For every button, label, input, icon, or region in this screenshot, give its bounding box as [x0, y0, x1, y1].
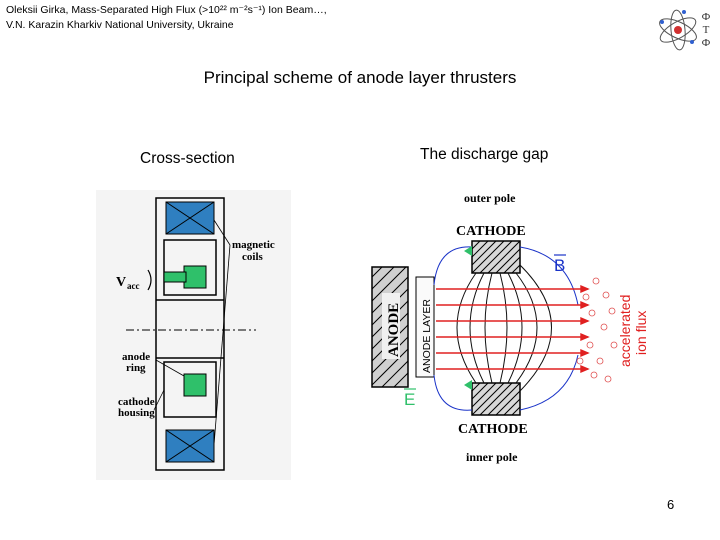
anode-ring-bottom: [183, 373, 207, 397]
label-v: V: [116, 275, 126, 290]
magnetic-coil-bottom: [165, 429, 215, 463]
header-line-1: Oleksii Girka, Mass-Separated High Flux …: [6, 4, 327, 16]
label-accelerated: accelerated: [617, 295, 633, 367]
label-cathode-bottom: CATHODE: [458, 422, 528, 437]
anode-connector: [163, 271, 187, 283]
page-number: 6: [667, 497, 675, 512]
magnetic-coil-top: [165, 201, 215, 235]
cathode-housing-outline: [155, 197, 225, 471]
label-inner-pole: inner pole: [466, 450, 518, 464]
label-acc: acc: [127, 281, 140, 291]
anode-ring-top: [183, 265, 207, 289]
vacc-bracket: [147, 269, 152, 291]
label-housing: housing: [118, 407, 155, 419]
label-ion-flux: ion flux: [633, 311, 649, 355]
label-anode-layer: ANODE LAYER: [421, 299, 433, 373]
ion-particles: [576, 277, 618, 383]
slide-title: Principal scheme of anode layer thruster…: [203, 68, 517, 87]
university-logo: Ф Т Ф: [659, 9, 711, 51]
green-marker-bottom: [464, 380, 472, 390]
label-anode: anode: [122, 351, 150, 363]
logo-letter-1: Ф: [702, 11, 711, 23]
label-cathode: cathode: [118, 396, 155, 408]
header: Oleksii Girka, Mass-Separated High Flux …: [6, 3, 327, 33]
anode-layer: [415, 276, 435, 378]
cathode-bottom-block: [471, 382, 521, 416]
label-outer-pole: outer pole: [464, 191, 516, 205]
logo-letter-3: Ф: [702, 37, 711, 49]
atom-icon: [659, 9, 697, 51]
electric-field-lines: [433, 246, 579, 411]
label-b-field: B: [554, 256, 565, 275]
discharge-gap-diagram: outer pole CATHODE CATHODE inner pole AN…: [371, 191, 649, 464]
magnetic-field-lines: [456, 264, 552, 392]
label-magnetic: magnetic: [232, 239, 275, 251]
label-coils: coils: [242, 251, 263, 263]
label-ring: ring: [126, 362, 146, 374]
cross-section-diagram: magnetic coils anode ring cathode housin…: [96, 190, 291, 480]
cathode-top-block: [471, 240, 521, 274]
cross-section-heading: Cross-section: [140, 150, 235, 167]
label-anode-block: ANODE: [386, 303, 402, 357]
anode-block: [371, 266, 409, 388]
green-marker-top: [464, 246, 472, 256]
logo-letter-2: Т: [703, 24, 710, 36]
label-cathode-top: CATHODE: [456, 224, 526, 239]
label-e-field: E: [404, 390, 415, 409]
discharge-gap-heading: The discharge gap: [420, 146, 549, 163]
header-line-2: V.N. Karazin Kharkiv National University…: [6, 19, 234, 31]
ion-flux-arrows: [436, 284, 590, 374]
